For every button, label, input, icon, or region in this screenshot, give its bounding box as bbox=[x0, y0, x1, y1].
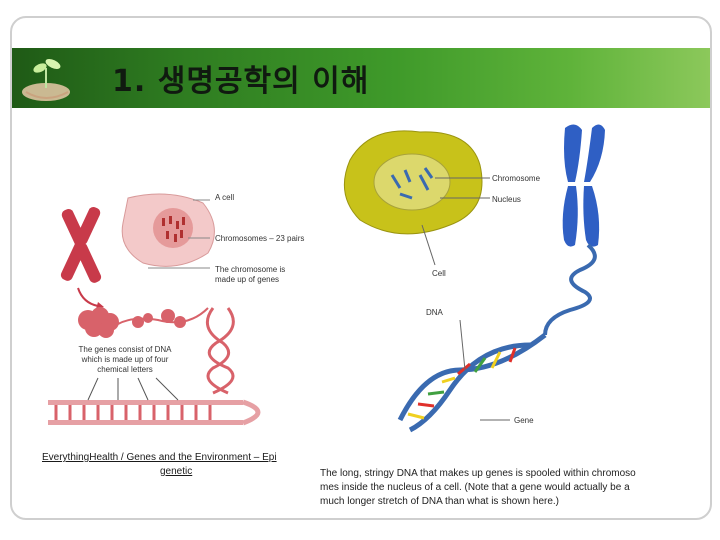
cell-3d-illustration bbox=[344, 131, 482, 234]
label-chromosome-genes-2: made up of genes bbox=[215, 275, 279, 285]
caption-line2: mes inside the nucleus of a cell. (Note … bbox=[320, 482, 630, 494]
label-gene: Gene bbox=[514, 416, 534, 426]
source-link-line2[interactable]: genetic bbox=[160, 466, 192, 478]
cell-illustration bbox=[122, 194, 214, 266]
label-chromosomes: Chromosomes – 23 pairs bbox=[215, 234, 304, 244]
chromosome-illustration bbox=[59, 205, 102, 284]
page-title: 1. 생명공학의 이해 bbox=[112, 56, 369, 100]
sprout-hand-icon bbox=[16, 48, 86, 108]
label-dna: DNA bbox=[426, 308, 443, 318]
source-link-line1[interactable]: EverythingHealth / Genes and the Environ… bbox=[42, 452, 277, 464]
caption-line1: The long, stringy DNA that makes up gene… bbox=[320, 468, 636, 480]
dna-helix-illustration bbox=[207, 308, 233, 393]
cell-to-dna-diagram bbox=[38, 188, 358, 428]
cell-nucleus-dna-diagram bbox=[330, 120, 660, 450]
label-chromosome-genes-1: The chromosome is bbox=[215, 265, 285, 275]
dna-ladder-illustration bbox=[48, 400, 258, 425]
chromosome-3d-illustration bbox=[563, 124, 605, 246]
label-genes-dna-2: which is made up of four bbox=[70, 355, 180, 365]
label-a-cell: A cell bbox=[215, 193, 234, 203]
label-genes-dna-1: The genes consist of DNA bbox=[70, 345, 180, 355]
label-cell: Cell bbox=[432, 269, 446, 279]
label-genes-dna-3: chemical letters bbox=[70, 365, 180, 375]
label-nucleus: Nucleus bbox=[492, 195, 521, 205]
label-chromosome: Chromosome bbox=[492, 174, 540, 184]
caption-line3: much longer stretch of DNA than what is … bbox=[320, 496, 559, 508]
